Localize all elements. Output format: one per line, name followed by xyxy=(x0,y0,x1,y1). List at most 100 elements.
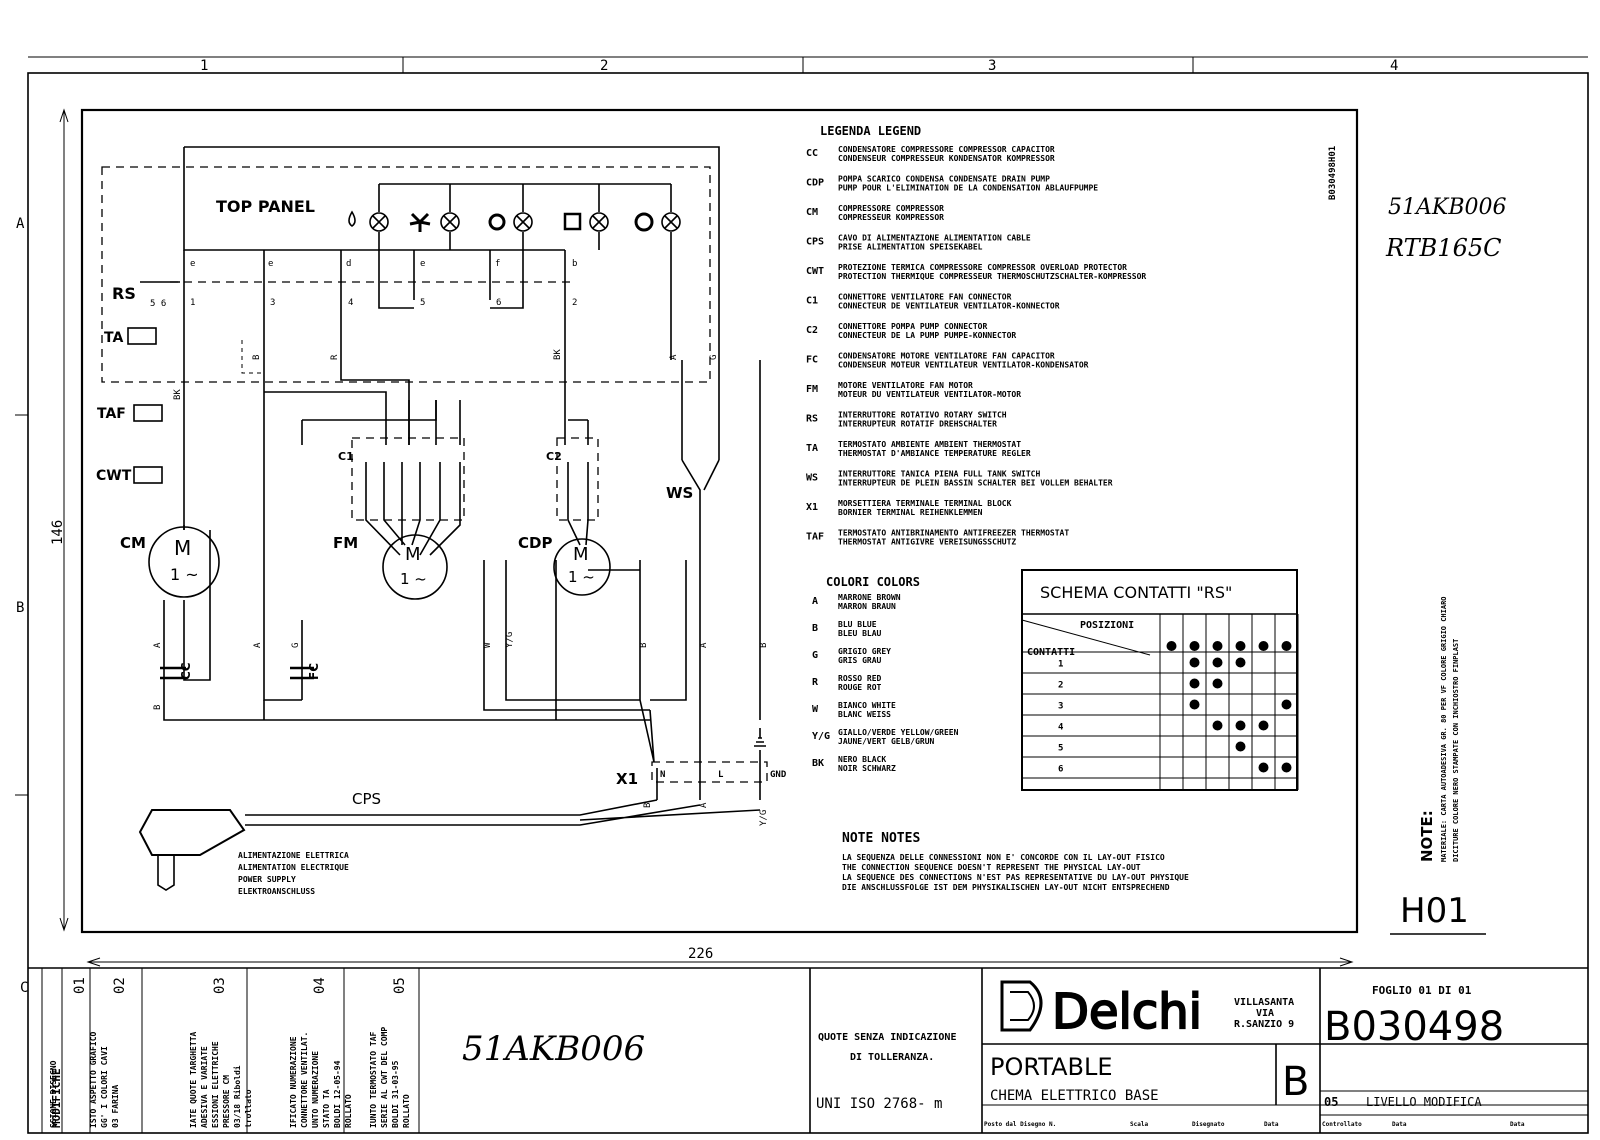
revision-number: 03 xyxy=(212,977,228,994)
rs-position-marker xyxy=(1258,641,1269,651)
rs-num-6: 2 xyxy=(572,298,577,308)
legend-desc-line: INTERRUTTORE TANICA PIENA FULL TANK SWIT… xyxy=(838,470,1040,479)
wire-label-2: R xyxy=(330,354,340,360)
fan-capacitor: FC xyxy=(290,663,321,680)
wire-label-4: A xyxy=(669,354,679,360)
revision-text-line: SERIE AL CWT DEL COMP xyxy=(380,1027,389,1128)
side-material-1: MATERIALE: CARTA AUTOADESIVA GR. 80 PER … xyxy=(1440,596,1448,862)
cdp-motor-symbol: M xyxy=(573,544,589,565)
revision-text-line: BOLDI 31-03-95 xyxy=(391,1060,400,1128)
color-code: A xyxy=(812,596,818,607)
wire-label-8: B xyxy=(153,705,163,710)
indicator-row xyxy=(348,210,681,232)
legend-code: FM xyxy=(806,384,818,395)
rs-contact-dot xyxy=(1258,720,1269,731)
wire-color-labels: B R BK A G BK A B A G W Y/G B A B B A Y/… xyxy=(153,349,769,826)
revision-text-line: SSIONE DISEGNO xyxy=(49,1060,58,1128)
compressor-capacitor: CC xyxy=(160,662,193,680)
revision-number: 05 xyxy=(392,977,408,994)
rs-contact-e: f xyxy=(495,259,500,269)
fc-label: FC xyxy=(307,663,321,680)
drain-pump-motor: M 1 ~ CDP xyxy=(518,534,611,596)
titleblock-field-label: Data xyxy=(1264,1121,1279,1128)
modifiche-label: MODIFICHE xyxy=(50,1068,63,1128)
color-code: W xyxy=(812,704,819,715)
legend-desc-line: TERMOSTATO AMBIENTE AMBIENT THERMOSTAT xyxy=(838,440,1021,449)
legend-desc-line: CONDENSEUR MOTEUR VENTILATEUR VENTILATOR… xyxy=(838,361,1089,370)
notes-line-2: THE CONNECTION SEQUENCE DOESN'T REPRESEN… xyxy=(842,863,1141,872)
plug-icon xyxy=(138,809,246,856)
drain-icon xyxy=(563,212,582,231)
x1-terminal-block xyxy=(651,761,768,783)
rs-contacts-table: SCHEMA CONTATTI "RS" POSIZIONI CONTATTI … xyxy=(1021,569,1299,791)
level-label: LIVELLO MODIFICA xyxy=(1366,1095,1482,1109)
color-code: BK xyxy=(812,758,824,769)
ta-thermostat xyxy=(127,327,157,345)
titleblock-field-label: Controllato xyxy=(1322,1121,1362,1128)
lamp-5-icon xyxy=(661,212,681,232)
legend-code: CC xyxy=(806,148,818,159)
rs-position-marker xyxy=(1189,641,1200,651)
legend-desc-line: CONNECTEUR DE VENTILATEUR VENTILATOR-KON… xyxy=(838,302,1060,311)
color-desc-line: MARRON BRAUN xyxy=(838,602,896,611)
rs-contact-dot xyxy=(1189,678,1200,689)
cc-label: CC xyxy=(179,662,193,680)
revision-text-line: IATE QUOTE TARGHETTA xyxy=(189,1031,198,1128)
rs-contact-c: d xyxy=(346,259,351,269)
revision-text-line: STATO TA xyxy=(322,1089,331,1128)
rs-contact-row-label: 6 xyxy=(1058,765,1063,775)
fan-motor: M 1 ~ FM xyxy=(333,534,448,600)
rs-contact-dot xyxy=(1258,762,1269,773)
wire-label-9: A xyxy=(253,642,263,648)
fan-icon xyxy=(409,212,431,232)
revision-text-line: BOLDI 12-05-94 xyxy=(333,1060,342,1128)
handwritten-model-1: 51AKB006 xyxy=(1388,195,1506,220)
power-supply-line-1: ALIMENTAZIONE ELETTRICA xyxy=(238,851,349,860)
taf-thermostat xyxy=(133,404,163,422)
wire-label-6: BK xyxy=(173,389,183,400)
notes: NOTE NOTES LA SEQUENZA DELLE CONNESSIONI… xyxy=(842,831,1189,892)
grid-col-4: 4 xyxy=(1390,58,1398,74)
revision-text-line: PRESSORE CM xyxy=(222,1075,231,1128)
rs-contact-a: e xyxy=(190,259,195,269)
handwritten-model-3: 51AKB006 xyxy=(462,1029,645,1069)
legend-desc-line: MOTEUR DU VENTILATEUR VENTILATOR-MOTOR xyxy=(838,390,1021,399)
rs-contact-d: e xyxy=(420,259,425,269)
revision-text-line: ISTO ASPETTO GRAFICO xyxy=(89,1031,98,1128)
legend-desc-line: PRISE ALIMENTATION SPEISEKABEL xyxy=(838,243,983,252)
revision-code: H01 xyxy=(1400,891,1469,931)
taf-label: TAF xyxy=(97,406,126,422)
rs-position-marker xyxy=(1166,641,1177,651)
revision-number: 04 xyxy=(312,977,328,994)
legend-desc-line: INTERRUPTEUR ROTATIF DREHSCHALTER xyxy=(838,420,997,429)
titleblock-field-label: Disegnato xyxy=(1192,1121,1225,1128)
color-desc-line: ROSSO RED xyxy=(838,674,882,683)
revision-text-line: 03/18 Riboldi xyxy=(232,1065,242,1128)
grid-col-3: 3 xyxy=(988,58,996,74)
rs-contact-dot xyxy=(1235,741,1246,752)
grid-row-c: C xyxy=(20,980,28,996)
rs-contact-dot xyxy=(1281,762,1292,773)
grid-row-a: A xyxy=(16,216,25,232)
legend-code: CPS xyxy=(806,237,824,248)
ground-icon xyxy=(754,728,766,747)
wire-label-14: A xyxy=(699,642,709,648)
legend-desc-line: TERMOSTATO ANTIBRINAMENTO ANTIFREEZER TH… xyxy=(838,529,1069,538)
wire-label-11: W xyxy=(483,642,493,648)
legend-code: TA xyxy=(806,443,818,454)
rs-contact-dot xyxy=(1235,657,1246,668)
handwritten-model-2: RTB165C xyxy=(1385,234,1501,262)
legend-desc-line: COMPRESSORE COMPRESSOR xyxy=(838,204,944,213)
titleblock-field-label: Scala xyxy=(1130,1121,1148,1128)
color-desc-line: BIANCO WHITE xyxy=(838,701,896,710)
wire-label-18: Y/G xyxy=(759,810,769,826)
cps-label: CPS xyxy=(352,790,381,808)
revision-number: 01 xyxy=(72,977,88,994)
lamp-2-icon xyxy=(440,212,460,232)
rs-num-3: 4 xyxy=(348,298,353,308)
cdp-motor-phase: 1 ~ xyxy=(568,568,595,586)
notes-title: NOTE NOTES xyxy=(842,831,920,846)
notes-line-3: LA SEQUENCE DES CONNECTIONS N'EST PAS RE… xyxy=(842,873,1189,882)
address-line-1: VILLASANTA xyxy=(1234,997,1294,1008)
